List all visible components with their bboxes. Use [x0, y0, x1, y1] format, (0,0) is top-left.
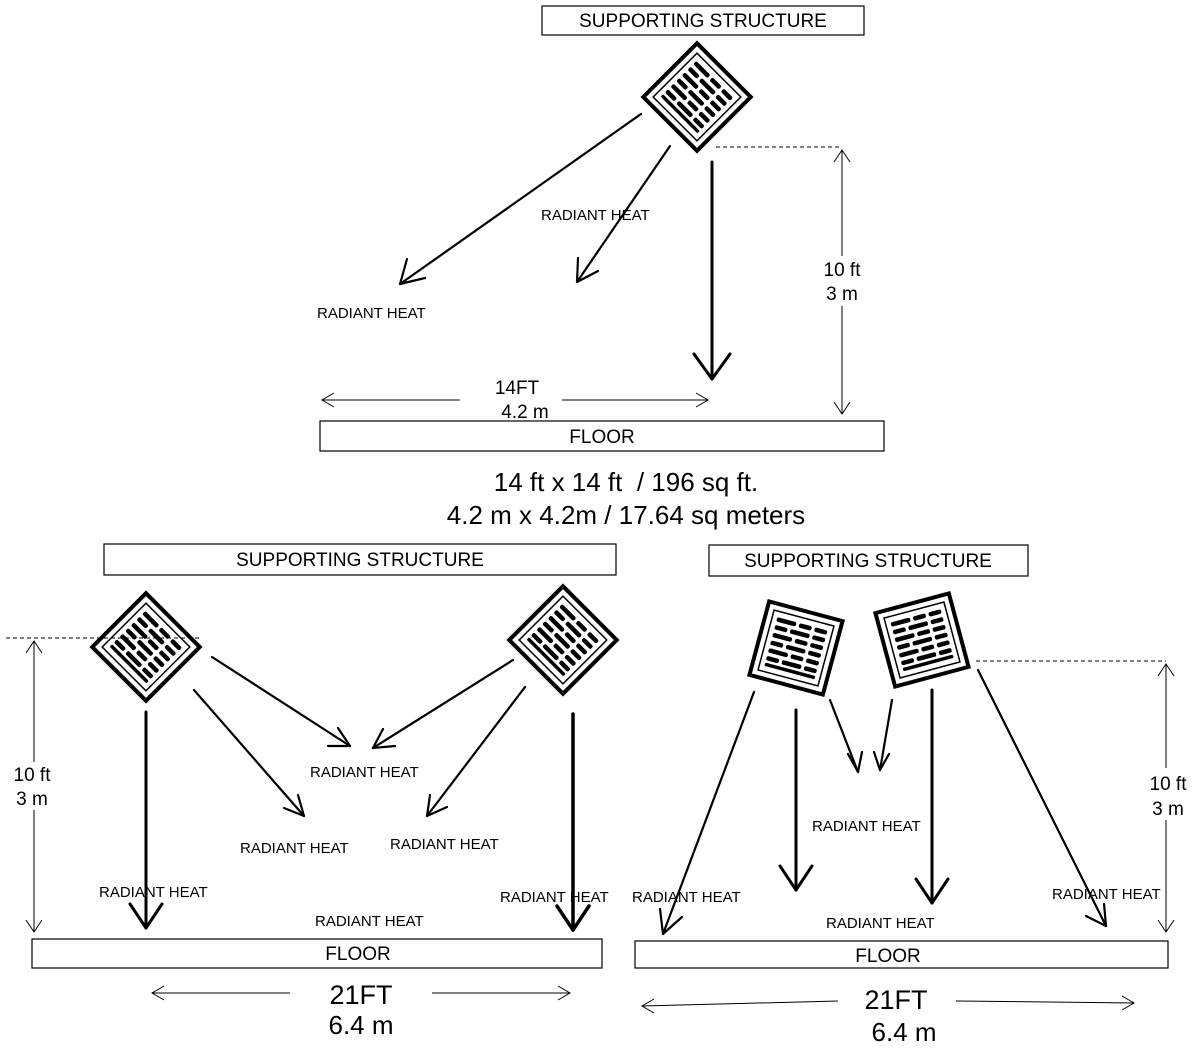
top-heat-label-2: RADIANT HEAT: [317, 305, 426, 322]
bl-heater-right-icon: [509, 586, 616, 693]
br-structure-box: [708, 544, 1029, 577]
br-heat-label-1: RADIANT HEAT: [812, 818, 921, 835]
bl-heat-label-4: RADIANT HEAT: [99, 884, 208, 901]
bl-heat-label-1: RADIANT HEAT: [310, 764, 419, 781]
top-height-dimension: [716, 146, 851, 415]
bl-heater-left-icon: [92, 593, 199, 700]
bl-width-m: 6.4 m: [328, 1010, 393, 1040]
bl-width-ft: 21FT: [329, 980, 392, 1010]
br-heater-right-icon: [873, 591, 971, 689]
top-structure-label: SUPPORTING STRUCTURE: [579, 11, 827, 32]
br-structure-label: SUPPORTING STRUCTURE: [744, 551, 992, 572]
top-heater-icon: [643, 43, 750, 150]
top-structure-box: [541, 5, 865, 36]
br-heat-arrows: [658, 668, 1108, 936]
bottom-right-diagram: SUPPORTING STRUCTURE RADIANT HEAT RADIAN…: [632, 544, 1188, 1047]
top-area-imperial: 14 ft x 14 ft / 196 sq ft.: [494, 467, 758, 497]
br-height-dimension: [976, 660, 1175, 933]
top-width-m: 4.2 m: [501, 402, 549, 423]
bl-floor-box: [31, 938, 603, 969]
top-heat-label-1: RADIANT HEAT: [541, 207, 650, 224]
br-width-ft: 21FT: [864, 985, 927, 1015]
br-height-m: 3 m: [1152, 799, 1184, 820]
top-height-ft: 10 ft: [824, 260, 862, 281]
br-floor-box: [634, 940, 1169, 969]
bl-height-ft: 10 ft: [14, 765, 52, 786]
bl-structure-label: SUPPORTING STRUCTURE: [236, 550, 484, 571]
bottom-left-diagram: SUPPORTING STRUCTURE RADIANT HEAT RADIAN…: [6, 543, 617, 1040]
bl-heat-arrows: [128, 655, 591, 932]
br-width-m: 6.4 m: [871, 1017, 936, 1047]
br-heat-label-3: RADIANT HEAT: [1052, 886, 1161, 903]
bl-heat-label-5: RADIANT HEAT: [500, 889, 609, 906]
top-width-ft: 14FT: [495, 378, 540, 399]
br-height-ft: 10 ft: [1150, 774, 1188, 795]
br-width-dimension: [641, 995, 1135, 1014]
bl-heat-label-3: RADIANT HEAT: [390, 836, 499, 853]
bl-heat-label-2: RADIANT HEAT: [240, 840, 349, 857]
br-floor-label: FLOOR: [855, 946, 920, 967]
top-height-m: 3 m: [826, 284, 858, 305]
br-heat-label-4: RADIANT HEAT: [826, 915, 935, 932]
br-heat-label-2: RADIANT HEAT: [632, 889, 741, 906]
bl-heat-label-6: RADIANT HEAT: [315, 913, 424, 930]
top-diagram: SUPPORTING STRUCTURE RADIANT HEAT RADIAN…: [317, 5, 885, 530]
top-area-metric: 4.2 m x 4.2m / 17.64 sq meters: [447, 500, 805, 530]
br-heater-left-icon: [747, 599, 845, 697]
top-heat-arrows: [398, 112, 732, 381]
bl-height-m: 3 m: [16, 789, 48, 810]
bl-floor-label: FLOOR: [325, 944, 390, 965]
bl-structure-box: [103, 543, 617, 576]
top-width-dimension: [321, 392, 709, 408]
bl-width-dimension: [151, 985, 571, 1001]
top-floor-box: [319, 420, 885, 452]
top-floor-label: FLOOR: [569, 427, 634, 448]
bl-height-dimension: [6, 637, 200, 933]
